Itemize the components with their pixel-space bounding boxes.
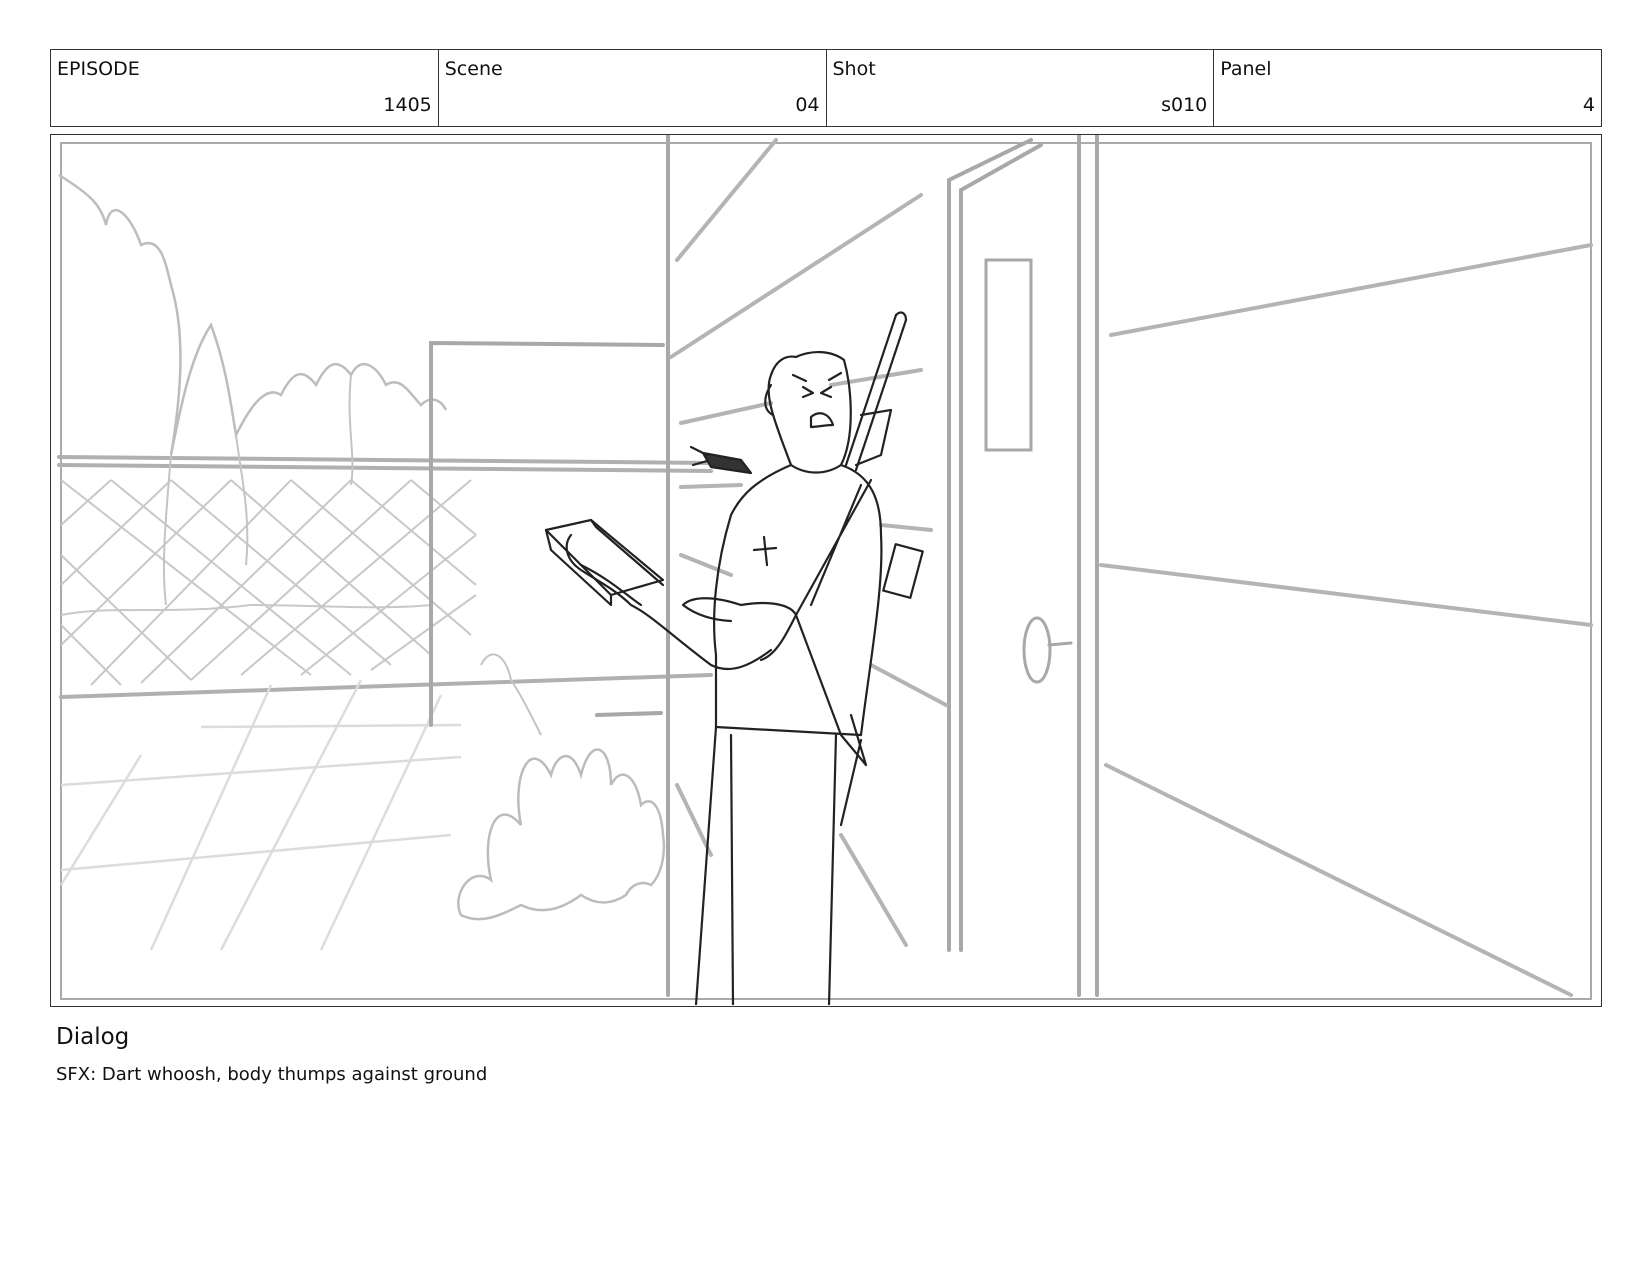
- episode-label: EPISODE: [57, 58, 140, 80]
- episode-cell: EPISODE 1405: [51, 50, 439, 126]
- shot-cell: Shot s010: [827, 50, 1215, 126]
- scene-cell: Scene 04: [439, 50, 827, 126]
- dialog-text: SFX: Dart whoosh, body thumps against gr…: [56, 1064, 488, 1085]
- panel-value: 4: [1582, 94, 1595, 116]
- shot-label: Shot: [832, 58, 876, 80]
- storyboard-panel: [50, 134, 1602, 1007]
- panel-label: Panel: [1220, 58, 1272, 80]
- shot-value: s010: [1161, 94, 1208, 116]
- episode-value: 1405: [383, 94, 432, 116]
- scene-value: 04: [795, 94, 820, 116]
- storyboard-sketch: [57, 135, 1593, 1005]
- shot-info-header: EPISODE 1405 Scene 04 Shot s010 Panel 4: [50, 49, 1602, 127]
- dialog-heading: Dialog: [56, 1024, 130, 1050]
- panel-cell: Panel 4: [1214, 50, 1601, 126]
- scene-label: Scene: [444, 58, 503, 80]
